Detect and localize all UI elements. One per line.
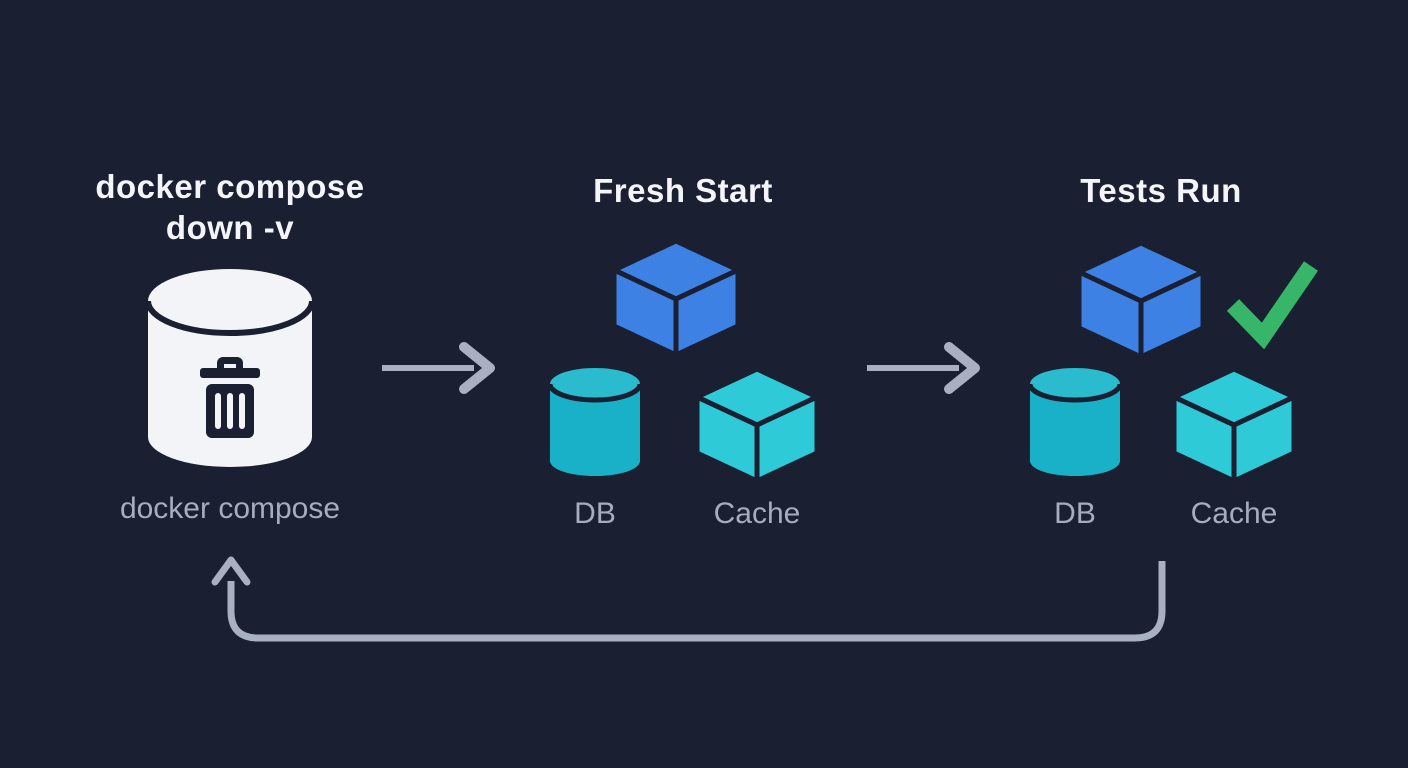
teardown-command-title: docker compose down -v [40, 166, 420, 248]
cache-cube-icon-2 [1169, 366, 1299, 484]
tests-run-db-label: DB [1054, 497, 1096, 530]
db-cylinder-icon [547, 365, 643, 480]
teardown-caption: docker compose [119, 492, 341, 525]
success-check-icon [1222, 254, 1322, 349]
fresh-start-db-label: DB [574, 497, 616, 530]
tests-run-title: Tests Run [1080, 172, 1242, 209]
teardown-command-line1: docker compose [95, 168, 365, 205]
volume-cylinder-trash-icon [145, 265, 315, 471]
arrow-right-icon-1 [378, 338, 503, 398]
tests-run-cache-label: Cache [1190, 497, 1278, 530]
app-cube-icon-2 [1074, 240, 1208, 361]
db-cylinder-icon-2 [1027, 365, 1123, 480]
fresh-start-title: Fresh Start [593, 172, 773, 209]
cache-cube-icon [692, 366, 822, 484]
fresh-start-cache-label: Cache [713, 497, 801, 530]
app-cube-icon [609, 238, 743, 359]
loop-back-arrow-icon [200, 548, 1190, 658]
teardown-command-line2: down -v [165, 209, 295, 246]
arrow-right-icon-2 [863, 338, 988, 398]
trash-icon [200, 357, 260, 438]
